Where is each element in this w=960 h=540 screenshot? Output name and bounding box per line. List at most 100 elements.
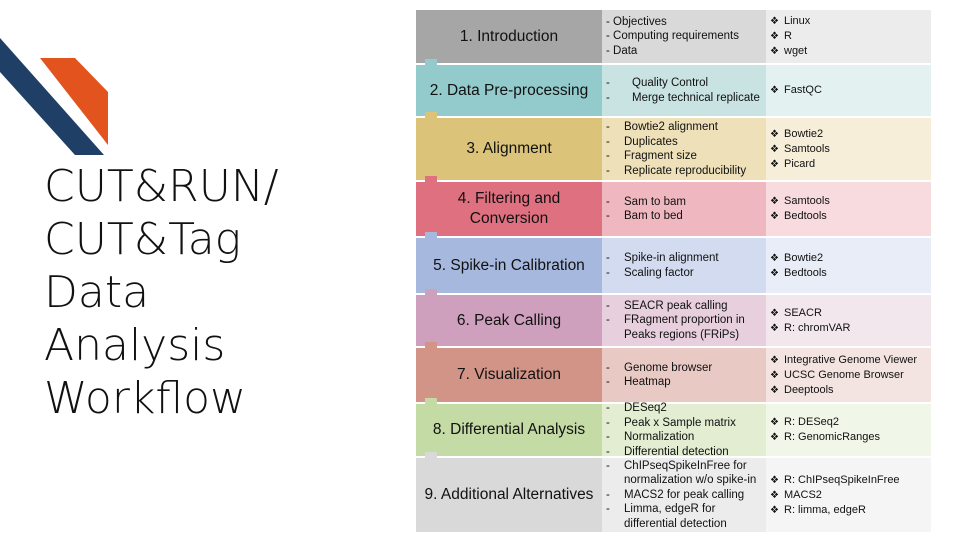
diamond-bullet-icon: ❖ [770,369,779,381]
task-item: -DESeq2 [606,402,667,414]
workflow-step-row: 4. Filtering and Conversion-Sam to bam-B… [416,182,931,236]
task-item: -Quality Control [606,77,709,89]
step-tools: ❖SEACR❖ R: chromVAR [766,295,931,346]
task-text: Genome browser [624,361,713,374]
task-text: SEACR peak calling [624,299,728,312]
tool-item: ❖Samtools [770,194,830,209]
tool-item: ❖R: ChIPseqSpikeInFree [770,473,900,488]
diamond-bullet-icon: ❖ [770,252,779,264]
tool-text: Picard [784,157,816,170]
step-tools: ❖Samtools❖Bedtools [766,182,931,236]
step-arrow-icon [425,176,437,183]
task-item: -Differential detection [606,445,729,458]
task-text: Bowtie2 alignment [624,121,718,133]
tool-item: ❖FastQC [770,83,822,98]
step-arrow-icon [425,112,437,119]
task-item: -Duplicates [606,135,678,148]
task-text: Fragment size [624,150,697,162]
tool-item: ❖ Integrative Genome Viewer [770,353,917,368]
tool-text: SEACR [784,306,822,319]
tool-text: wget [784,45,808,57]
tool-item: ❖R: limma, edgeR [770,503,900,518]
task-item: -Normalization [606,431,695,443]
task-item: -ChIPseqSpikeInFree for normalization w/… [606,459,766,488]
task-text: DESeq2 [624,402,667,414]
task-text: FRagment proportion in Peaks regions (FR… [624,314,745,341]
tool-text: Bedtools [784,266,827,279]
tool-text: Samtools [784,195,830,207]
task-text: Peak x Sample matrix [624,416,736,429]
step-tasks: -SEACR peak calling-FRagment proportion … [602,295,766,346]
step-label: 8. Differential Analysis [416,404,602,456]
tool-text: R: DESeq2 [784,416,840,428]
task-item: -SEACR peak calling [606,299,728,312]
tool-item: ❖wget [770,44,810,59]
workflow-table: 1. Introduction - Objectives - Computing r… [416,10,931,532]
step-tasks: - Objectives - Computing requirements- Da… [602,10,766,63]
task-item: -Bowtie2 alignment [606,121,718,133]
step-arrow-icon [425,398,437,405]
task-item: - Objectives [606,15,667,28]
task-item: -Merge technical replicate [606,91,760,104]
diamond-bullet-icon: ❖ [770,504,779,516]
diamond-bullet-icon: ❖ [770,85,779,96]
task-text: Heatmap [624,376,671,388]
task-item: -Bam to bed [606,210,683,222]
diamond-bullet-icon: ❖ [770,128,779,140]
task-item: -Replicate reproducibility [606,164,747,177]
diamond-bullet-icon: ❖ [770,31,779,42]
workflow-step-row: 5. Spike-in Calibration-Spike-in alignme… [416,238,931,293]
step-arrow-icon [425,289,437,296]
step-tools: ❖Bowtie2❖ Bedtools [766,238,931,293]
task-text: Spike-in alignment [624,252,719,264]
corner-decoration [0,38,108,155]
diamond-bullet-icon: ❖ [770,489,779,501]
step-tasks: -Spike-in alignment-Scaling factor [602,238,766,293]
step-tasks: -Sam to bam-Bam to bed [602,182,766,236]
tool-item: ❖UCSC Genome Browser [770,368,917,383]
step-label: 4. Filtering and Conversion [416,182,602,236]
step-tasks: -Quality Control -Merge technical replica… [602,65,766,116]
step-tools: ❖FastQC [766,65,931,116]
step-tasks: -ChIPseqSpikeInFree for normalization w/… [602,458,766,532]
task-text: Scaling factor [624,266,694,279]
workflow-step-row: 8. Differential Analysis-DESeq2-Peak x S… [416,402,931,458]
tool-text: MACS2 [784,488,822,501]
tool-item: ❖R [770,29,810,44]
tool-text: Linux [784,15,811,27]
tool-item: ❖ Bowtie2 [770,127,830,142]
task-item: -Limma, edgeR for differential detection [606,502,766,531]
task-text: MACS2 for peak calling [624,488,745,501]
step-tasks: -DESeq2-Peak x Sample matrix-Normalizati… [602,402,766,458]
diamond-bullet-icon: ❖ [770,322,779,334]
tool-item: ❖Bowtie2 [770,251,827,266]
step-label: 1. Introduction [416,10,602,63]
tool-text: Bowtie2 [784,127,824,140]
tool-text: R: chromVAR [784,321,851,334]
tool-item: ❖Bedtools [770,209,830,224]
step-label: 6. Peak Calling [416,295,602,346]
slide-title: CUT&RUN/ CUT&Tag Data Analysis Workflow [44,161,279,424]
step-label: 7. Visualization [416,348,602,402]
task-item: -Spike-in alignment [606,252,719,264]
task-item: -Genome browser [606,361,713,374]
tool-item: ❖Linux [770,14,810,29]
tool-item: ❖R: DESeq2 [770,415,880,430]
workflow-step-row: 6. Peak Calling-SEACR peak calling-FRagm… [416,295,931,346]
tool-text: Integrative Genome Viewer [784,353,918,366]
step-label: 5. Spike-in Calibration [416,238,602,293]
tool-item: ❖SEACR [770,306,850,321]
step-tasks: -Genome browser-Heatmap [602,348,766,402]
tool-item: ❖Picard [770,157,830,172]
tool-item: ❖Samtools [770,142,830,157]
task-text: Differential detection [624,445,729,458]
step-tasks: -Bowtie2 alignment-Duplicates-Fragment s… [602,118,766,180]
diamond-bullet-icon: ❖ [770,432,779,443]
diamond-bullet-icon: ❖ [770,354,779,366]
step-tools: ❖Linux❖R❖wget [766,10,931,63]
task-item: - Computing requirements [606,30,739,43]
task-item: -MACS2 for peak calling [606,488,745,501]
step-tools: ❖R: DESeq2❖R: GenomicRanges [766,404,931,456]
task-text: Bam to bed [624,210,683,222]
task-item: - Data [606,44,638,57]
